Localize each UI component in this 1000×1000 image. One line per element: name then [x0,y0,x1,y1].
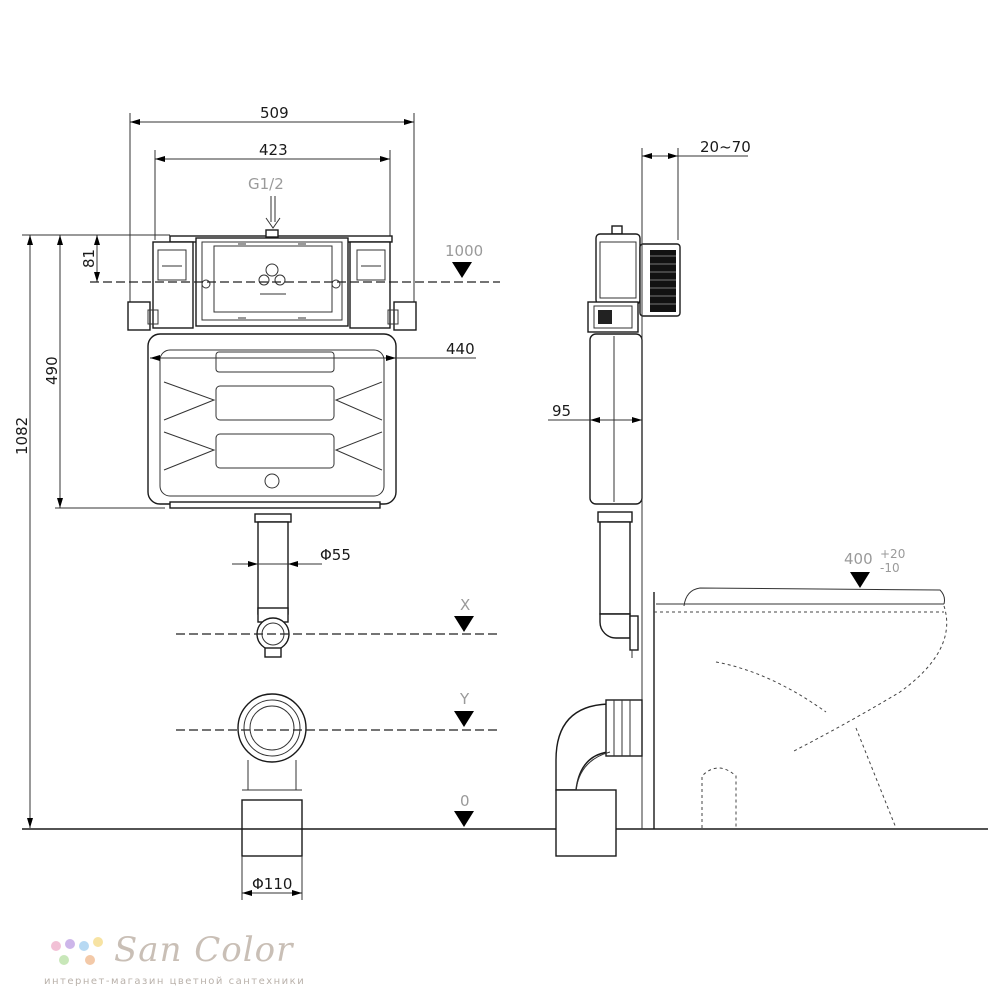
dimension-509: 509 [129,104,415,310]
level-0-label: 0 [460,792,470,810]
dim-509-label: 509 [260,104,289,122]
level-1000: 1000 [90,242,500,283]
flush-pipe-front [254,513,292,658]
dimension-490: 490 [43,234,165,509]
dim-1082-label: 1082 [13,417,31,455]
dimension-d110: Φ110 [241,856,303,900]
level-400-label: 400 [844,550,873,568]
dimension-20-70: 20~70 [641,138,751,240]
dimension-1082: 1082 [13,234,55,828]
dim-95-label: 95 [552,402,571,420]
drain-side [555,699,643,857]
dim-d110-label: Φ110 [252,875,292,893]
frame-front-view [127,229,417,331]
dim-440-label: 440 [446,340,475,358]
dim-423-label: 423 [259,141,288,159]
level-y-label: Y [459,690,470,708]
dim-20-70-label: 20~70 [700,138,751,156]
drain-front [237,693,307,857]
frame-side-view [587,225,681,658]
dim-d55-label: Φ55 [320,546,351,564]
cistern-front [147,333,397,509]
dimension-440: 440 [150,340,476,361]
logo-tagline: интернет-магазин цветной сантехники [44,976,306,987]
dim-81-label: 81 [80,249,98,268]
logo-name: San Color [114,930,294,970]
level-x-label: X [460,596,470,614]
sancolor-logo: San Color интернет-магазин цветной санте… [44,928,344,992]
level-1000-label: 1000 [445,242,483,260]
dimension-95: 95 [548,402,642,423]
level-y: Y [176,690,498,731]
level-0: 0 [22,792,988,830]
logo-dots-icon [51,937,103,965]
tolerance-minus: -10 [880,561,900,575]
supply-label: G1/2 [248,175,284,193]
tolerance-plus: +20 [880,547,905,561]
supply-arrow: G1/2 [248,175,284,229]
level-x: X [176,596,498,635]
toilet-bowl: 400 +20 -10 [654,547,948,829]
dim-490-label: 490 [43,356,61,385]
dimension-423: 423 [154,141,391,240]
dimension-d55: Φ55 [232,546,351,567]
dimension-81: 81 [80,234,170,282]
